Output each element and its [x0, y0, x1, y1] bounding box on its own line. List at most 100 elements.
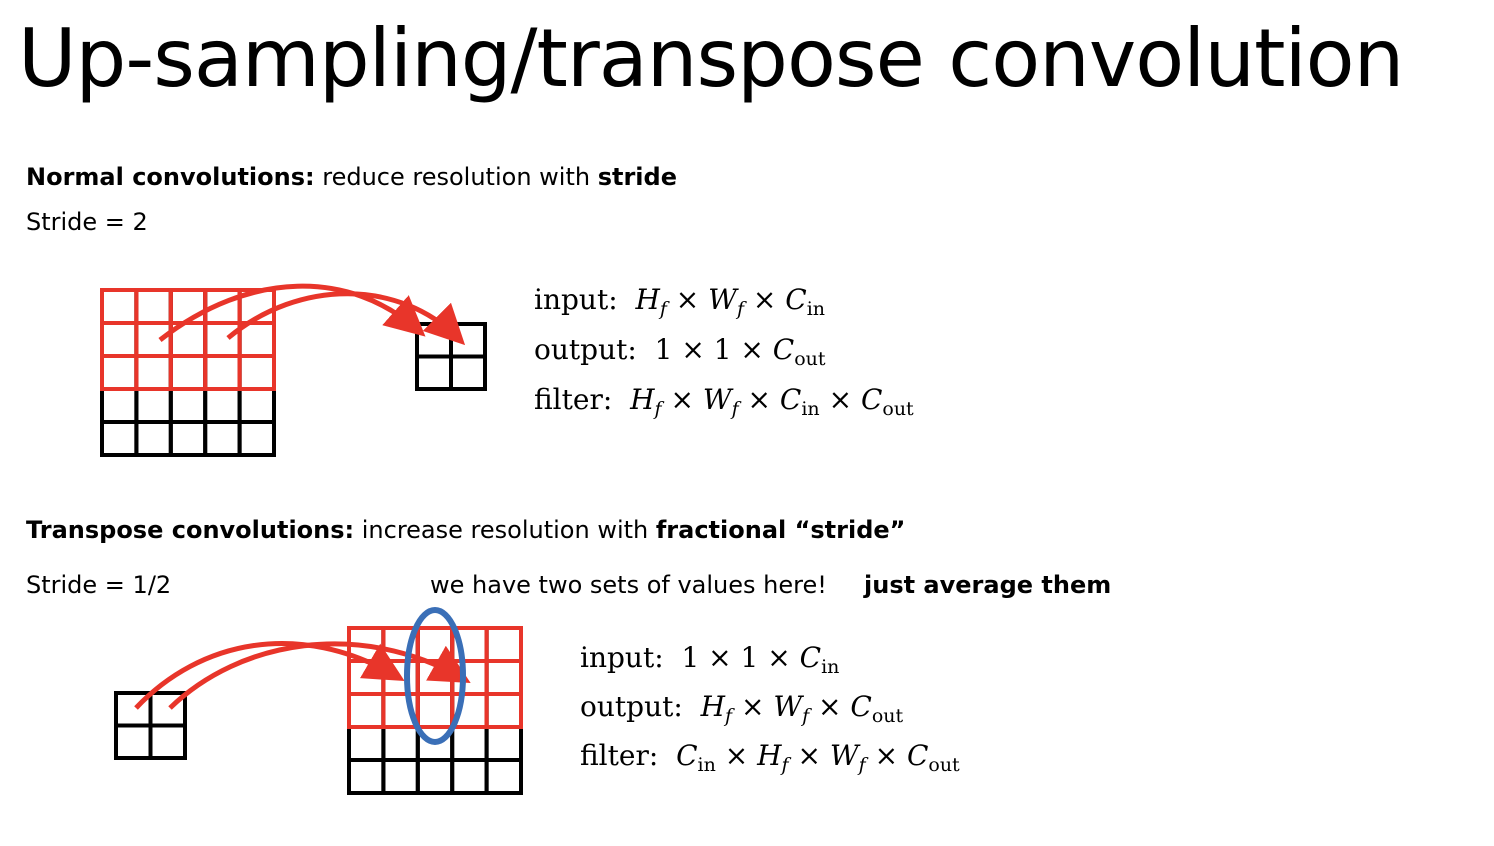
transpose-output-grid [347, 626, 524, 795]
formula-subscript: f [659, 298, 667, 320]
normal-arrow-2 [226, 291, 466, 346]
formula-operator: × [738, 383, 780, 416]
grid-cell [134, 288, 173, 325]
grid-cell [168, 387, 208, 424]
filter-cell [415, 692, 455, 729]
formula-subscript: in [821, 656, 840, 678]
grid-cell [100, 288, 139, 325]
formula-number: 1 [740, 641, 759, 674]
grid-cell [381, 659, 420, 696]
formula-operator: × [744, 283, 786, 316]
formula-operator: × [699, 641, 741, 674]
formula-subscript: f [736, 298, 744, 320]
transpose-input-grid [114, 691, 187, 760]
formula-operator: × [661, 383, 703, 416]
filter-cell [203, 321, 242, 358]
formula-operator: × [819, 383, 861, 416]
formula-variable: H [635, 283, 660, 316]
normal-filter-window [100, 288, 277, 391]
formula-label: input: [534, 283, 636, 316]
transpose-stride-label: Stride = 1/2 [26, 571, 172, 599]
grid-cell [237, 420, 277, 457]
filter-cell [100, 321, 139, 358]
grid-cell [114, 723, 153, 760]
normal-formula-output: output: 1 × 1 × Cout [534, 330, 914, 370]
formula-label: filter: [534, 383, 631, 416]
transpose-conv-heading-bold: Transpose convolutions: [26, 516, 355, 544]
grid-cell [203, 420, 242, 457]
grid-cell [449, 354, 487, 391]
transpose-formula-input: input: 1 × 1 × Cin [580, 638, 960, 678]
formula-variable: C [906, 739, 929, 772]
filter-cell [381, 659, 420, 696]
grid-cell [134, 354, 173, 391]
filter-cell [347, 692, 386, 729]
formula-variable: C [785, 283, 807, 316]
formula-variable: W [708, 283, 737, 316]
grid-cell [237, 354, 277, 391]
transpose-conv-heading-bold2: fractional “stride” [655, 516, 906, 544]
normal-conv-heading-bold: Normal convolutions: [26, 163, 315, 191]
normal-input-grid [100, 288, 277, 457]
filter-cell [203, 354, 242, 391]
formula-operator: × [732, 690, 774, 723]
grid-cell [148, 723, 187, 760]
normal-formulas: input: Hf × Wf × Cin output: 1 × 1 × Cou… [534, 280, 914, 420]
grid-cell [415, 626, 455, 663]
normal-conv-heading: Normal convolutions: reduce resolution w… [26, 162, 677, 192]
grid-cell [347, 758, 386, 795]
transpose-formulas: input: 1 × 1 × Cin output: Hf × Wf × Cou… [580, 638, 960, 776]
filter-cell [484, 659, 524, 696]
transpose-conv-heading: Transpose convolutions: increase resolut… [26, 515, 905, 545]
formula-operator: × [788, 739, 830, 772]
normal-formula-filter: filter: Hf × Wf × Cin × Cout [534, 380, 914, 420]
grid-cell [484, 659, 524, 696]
formula-number: 1 [681, 641, 700, 674]
formula-operator: × [715, 739, 758, 772]
formula-subscript: in [806, 298, 826, 320]
formula-variable: C [772, 333, 795, 366]
formula-subscript: f [858, 754, 866, 776]
formula-subscript: out [871, 705, 904, 727]
grid-cell [134, 387, 173, 424]
formula-variable: C [799, 641, 822, 674]
formula-variable: W [773, 690, 803, 723]
grid-cell [134, 420, 173, 457]
normal-arrow-1 [158, 283, 426, 342]
formula-subscript: in [801, 398, 820, 420]
transpose-formula-output: output: Hf × Wf × Cout [580, 687, 960, 727]
grid-cell [484, 626, 524, 663]
formula-operator: × [731, 333, 773, 366]
grid-cell [484, 758, 524, 795]
formula-variable: C [850, 690, 872, 723]
formula-variable: C [779, 383, 802, 416]
grid-cell [450, 758, 489, 795]
filter-cell [415, 626, 455, 663]
formula-operator: × [666, 283, 709, 316]
filter-cell [134, 288, 173, 325]
overlap-ellipse [404, 607, 466, 745]
formula-operator: × [758, 641, 800, 674]
transpose-filter-window [347, 626, 524, 729]
transpose-arrow-2 [168, 641, 471, 710]
grid-cell [381, 758, 420, 795]
filter-cell [100, 354, 139, 391]
filter-cell [100, 288, 139, 325]
formula-variable: W [829, 739, 859, 772]
transpose-arrow-1 [134, 641, 405, 710]
grid-cell [415, 758, 455, 795]
grid-cell [134, 321, 173, 358]
formula-subscript: out [794, 348, 826, 370]
formula-label: filter: [580, 739, 677, 772]
formula-subscript: f [802, 705, 810, 727]
formula-number: 1 [654, 333, 673, 366]
formula-variable: H [630, 383, 655, 416]
grid-cell [100, 354, 139, 391]
formula-label: output: [580, 690, 701, 723]
grid-cell [203, 321, 242, 358]
formula-variable: H [700, 690, 726, 723]
formula-operator: × [865, 739, 907, 772]
filter-cell [484, 692, 524, 729]
grid-cell [168, 354, 208, 391]
